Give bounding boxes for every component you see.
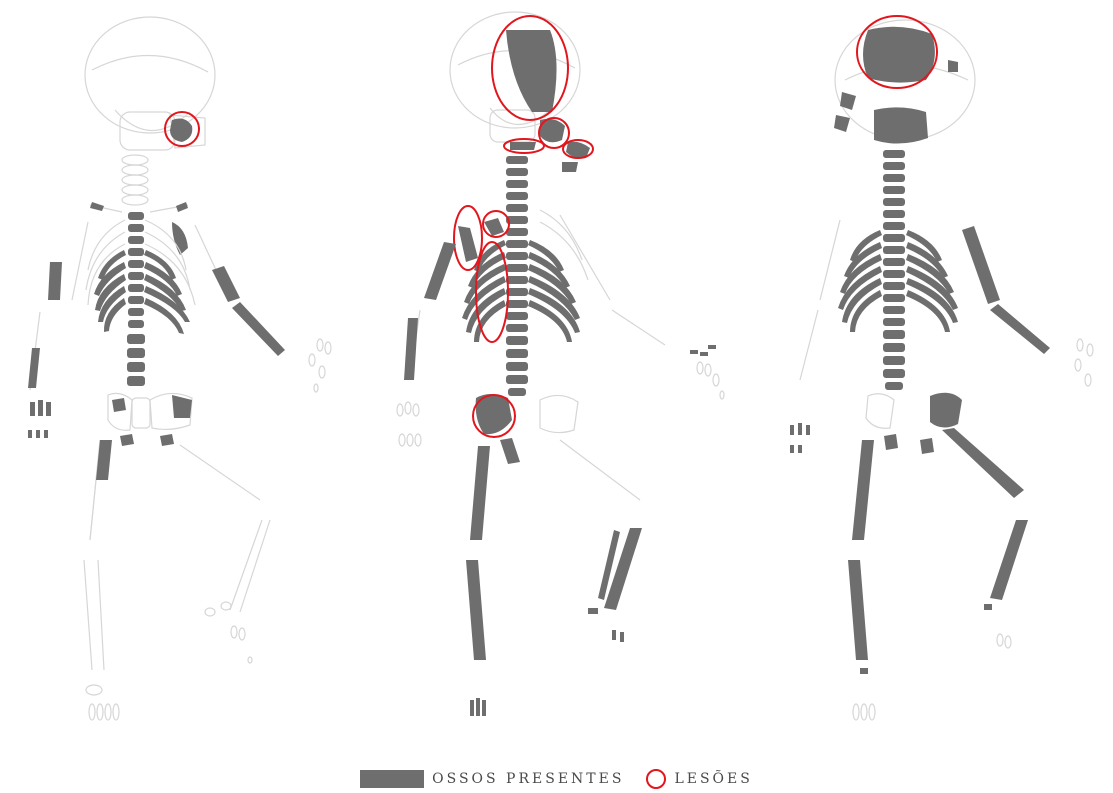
right-arm <box>195 225 331 392</box>
legend-lesion-label: LESÕES <box>674 771 752 787</box>
skeleton-2 <box>397 12 724 716</box>
right-arm <box>560 215 724 399</box>
skeleton-1 <box>28 17 331 720</box>
right-arm <box>962 226 1093 386</box>
parietal-bone-present <box>506 30 557 112</box>
legend-lesion: LESÕES <box>646 769 752 789</box>
legend-present: OSSOS PRESENTES <box>360 770 624 788</box>
pelvis <box>866 393 962 454</box>
skull-outline <box>85 17 215 150</box>
spine-present <box>127 212 145 386</box>
cervical-spine <box>122 155 148 205</box>
left-arm <box>28 222 88 438</box>
legend: OSSOS PRESENTES LESÕES <box>0 768 1113 790</box>
ribcage <box>838 230 958 332</box>
legend-present-label: OSSOS PRESENTES <box>432 771 624 787</box>
frontal-bone-present <box>863 27 935 83</box>
pelvis <box>108 393 192 446</box>
left-arm <box>397 242 456 446</box>
present-swatch <box>360 770 424 788</box>
lesion-swatch-icon <box>646 769 666 789</box>
left-arm <box>790 220 840 453</box>
legs <box>466 440 642 716</box>
legs <box>848 428 1028 720</box>
skeleton-3 <box>790 16 1093 720</box>
spine-present <box>506 156 528 396</box>
legs <box>84 440 270 720</box>
spine-present <box>883 150 905 390</box>
